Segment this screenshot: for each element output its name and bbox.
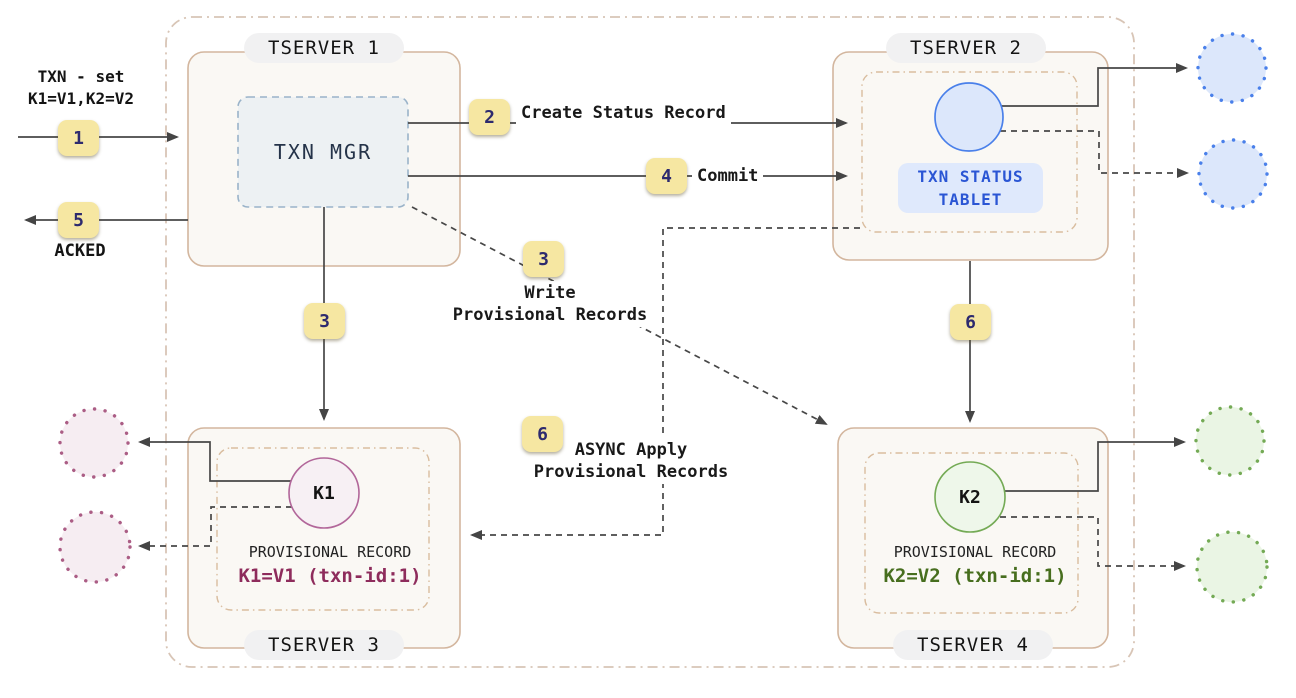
step-6-badge-apply: 6 <box>950 304 991 340</box>
client-request-line2: K1=V1,K2=V2 <box>28 89 134 108</box>
client-request-text: TXN - set K1=V1,K2=V2 <box>20 66 142 110</box>
tserver4-box <box>837 427 1109 649</box>
k2-record-value: K2=V2 (txn-id:1) <box>883 565 1067 587</box>
k1-record-value: K1=V1 (txn-id:1) <box>238 565 422 587</box>
write-provisional-line2: Provisional Records <box>452 305 648 325</box>
client-request-line1: TXN - set <box>37 67 125 86</box>
k1-record-title: PROVISIONAL RECORD <box>248 543 412 561</box>
k1-provisional-record: PROVISIONAL RECORD K1=V1 (txn-id:1) <box>238 543 421 587</box>
write-provisional-line1: Write <box>524 283 576 303</box>
step-5-badge: 5 <box>58 202 99 238</box>
txn-status-tablet-line2: TABLET <box>938 190 1003 209</box>
replica-circle-green-2 <box>1195 530 1269 604</box>
k1-key-label: K1 <box>313 482 335 504</box>
k2-provisional-record: PROVISIONAL RECORD K2=V2 (txn-id:1) <box>883 543 1066 587</box>
ack-label: ACKED <box>54 241 106 261</box>
txn-status-tablet-label: TXN STATUS TABLET <box>898 163 1043 213</box>
k2-replication-solid-arrow <box>1003 437 1186 492</box>
replica-circle-pink-2 <box>58 510 132 584</box>
write-provisional-label: Write Provisional Records <box>447 281 653 327</box>
txn-status-tablet-line1: TXN STATUS <box>917 167 1024 186</box>
tserver2-title: TSERVER 2 <box>886 33 1046 63</box>
step-3-badge-k2: 3 <box>523 241 564 277</box>
step-2-badge: 2 <box>469 99 510 135</box>
k1-replication-solid-arrow <box>138 437 292 482</box>
tserver2-box <box>832 51 1109 261</box>
create-status-record-label: Create Status Record <box>516 101 731 125</box>
tserver1-title: TSERVER 1 <box>244 33 404 63</box>
k2-record-title: PROVISIONAL RECORD <box>893 543 1057 561</box>
step-4-badge: 4 <box>646 158 687 194</box>
txn-status-tablet-circle <box>934 82 1004 152</box>
commit-label: Commit <box>692 164 764 188</box>
ts2-replication-solid-arrow <box>1000 63 1188 107</box>
tserver3-title: TSERVER 3 <box>244 630 404 660</box>
async-apply-line2: Provisional Records <box>533 462 729 482</box>
step-6-badge-async: 6 <box>522 416 563 452</box>
tserver4-title: TSERVER 4 <box>893 630 1053 660</box>
txn-mgr-label: TXN MGR <box>273 140 373 164</box>
k1-replication-dashed-arrow <box>138 506 292 551</box>
k2-key-label: K2 <box>959 486 981 508</box>
replica-circle-blue-2 <box>1197 138 1269 210</box>
replica-circle-green-1 <box>1194 405 1266 477</box>
replica-circle-pink-1 <box>58 407 130 479</box>
step-3-badge-k1: 3 <box>304 303 345 339</box>
replica-circle-blue-1 <box>1196 32 1268 104</box>
step-1-badge: 1 <box>58 120 99 156</box>
